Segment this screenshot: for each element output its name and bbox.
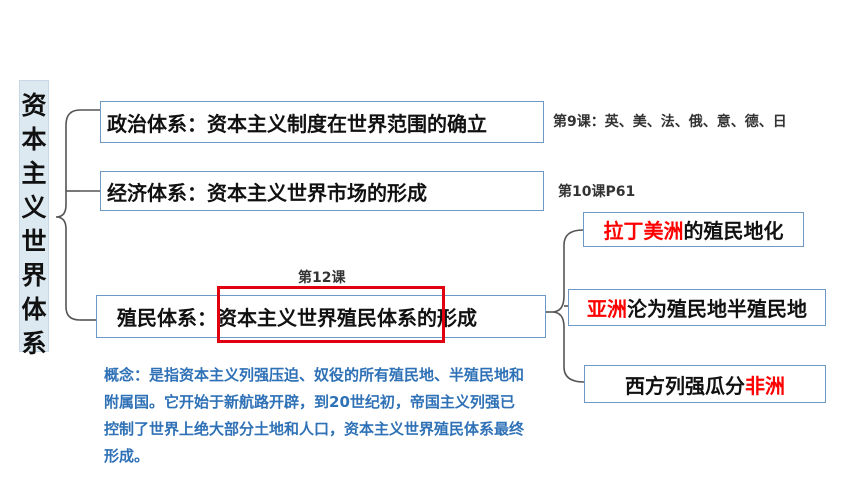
economy-note: 第10课P61 xyxy=(558,184,636,200)
africa-box: 西方列强瓜分非洲 xyxy=(584,365,826,403)
politics-system-box: 政治体系：资本主义制度在世界范围的确立 xyxy=(100,101,544,143)
latin-america-box: 拉丁美洲的殖民地化 xyxy=(583,212,804,247)
economy-system-box: 经济体系：资本主义世界市场的形成 xyxy=(100,171,544,211)
latin-america-text: 的殖民地化 xyxy=(683,219,784,243)
asia-text: 沦为殖民地半殖民地 xyxy=(627,297,807,321)
latin-america-highlight: 拉丁美洲 xyxy=(603,219,684,243)
concept-paragraph: 概念：是指资本主义列强压迫、奴役的所有殖民地、半殖民地和附属国。它开始于新航路开… xyxy=(104,366,525,465)
africa-text: 西方列强瓜分 xyxy=(625,373,745,398)
politics-note: 第9课：英、美、法、俄、意、德、日 xyxy=(553,114,787,130)
africa-highlight: 非洲 xyxy=(745,373,785,398)
asia-highlight: 亚洲 xyxy=(587,297,627,321)
colonial-system-box: 殖民体系：资本主义世界殖民体系的形成 xyxy=(96,295,546,338)
vertical-title: 资本主义世界体系 xyxy=(19,80,49,358)
asia-box: 亚洲沦为殖民地半殖民地 xyxy=(568,289,826,326)
colonial-note: 第12课 xyxy=(298,270,346,286)
